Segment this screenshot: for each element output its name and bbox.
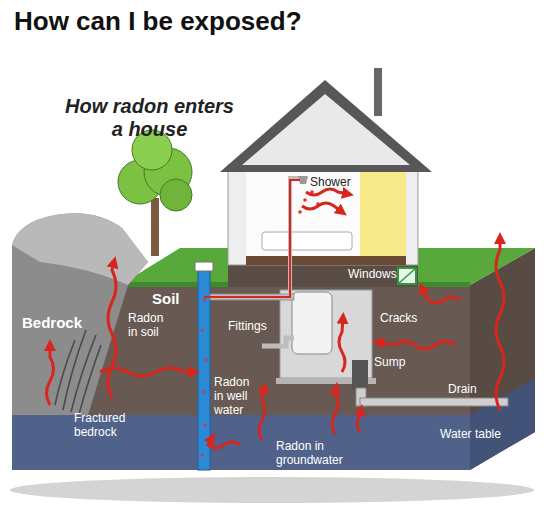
radon-arrow: [332, 388, 338, 434]
room-floor: [246, 256, 406, 265]
source-label: Radon in soil: [128, 312, 172, 340]
radon-arrow: [108, 262, 116, 398]
shower-pipe: [290, 178, 302, 294]
tree-canopy: [160, 179, 192, 211]
region-label: Soil: [152, 290, 180, 307]
radon-arrow: [47, 345, 54, 405]
entry-label: Windows: [348, 268, 397, 282]
water-heater: [292, 292, 332, 354]
entry-label: Fittings: [228, 320, 267, 334]
water-side-face: [470, 378, 535, 470]
room-interior: [246, 170, 406, 258]
radon-dot: [201, 329, 204, 332]
radon-arrow: [302, 203, 342, 212]
radon-arrow: [378, 341, 455, 349]
radon-arrow: [259, 388, 265, 440]
chimney: [374, 68, 382, 116]
tree-trunk: [151, 198, 159, 256]
well-cap: [195, 262, 213, 271]
bedrock-fracture: [79, 345, 101, 414]
ground-shadow: [10, 477, 534, 503]
radon-arrow: [339, 318, 345, 372]
radon-dot: [202, 391, 205, 394]
window-frame: [398, 268, 416, 284]
radon-arrow: [208, 438, 240, 448]
region-label: Water table: [440, 428, 501, 442]
entry-label: Sump: [374, 356, 405, 370]
drain-pipe: [360, 398, 508, 406]
sump-pit: [352, 360, 368, 390]
house-wall: [228, 165, 418, 265]
subtitle: How radon enters a house: [62, 95, 237, 141]
source-label: Radon in groundwater: [276, 440, 348, 468]
region-label: Bedrock: [22, 314, 82, 331]
entry-label: Cracks: [380, 312, 417, 326]
gable: [242, 94, 410, 165]
basement-window: [398, 268, 416, 284]
radon-water-path: [204, 180, 300, 297]
source-label: Radon in well water: [214, 376, 258, 417]
bedrock-top: [12, 213, 148, 285]
radon-dot: [203, 299, 206, 302]
radon-arrow: [496, 238, 504, 410]
radon-arrow: [422, 288, 460, 303]
radon-dot: [201, 454, 204, 457]
radon-arrow: [357, 410, 361, 432]
roof: [220, 80, 432, 172]
radon-dot: [298, 210, 302, 214]
well-pipe: [198, 270, 210, 470]
lit-wall: [360, 170, 406, 258]
entry-label: Drain: [448, 383, 477, 397]
source-label: Fractured bedrock: [74, 412, 134, 440]
bedrock-face: [12, 213, 148, 415]
radon-dot: [303, 198, 307, 202]
radon-dot: [205, 359, 208, 362]
entry-label: Shower: [310, 176, 351, 190]
bathtub: [262, 232, 352, 250]
radon-arrow: [100, 368, 194, 376]
foundation: [228, 265, 418, 287]
radon-dot: [204, 424, 207, 427]
page-title: How can I be exposed?: [14, 6, 302, 37]
radon-arrow: [306, 189, 348, 195]
pipe-fitting: [262, 338, 294, 346]
